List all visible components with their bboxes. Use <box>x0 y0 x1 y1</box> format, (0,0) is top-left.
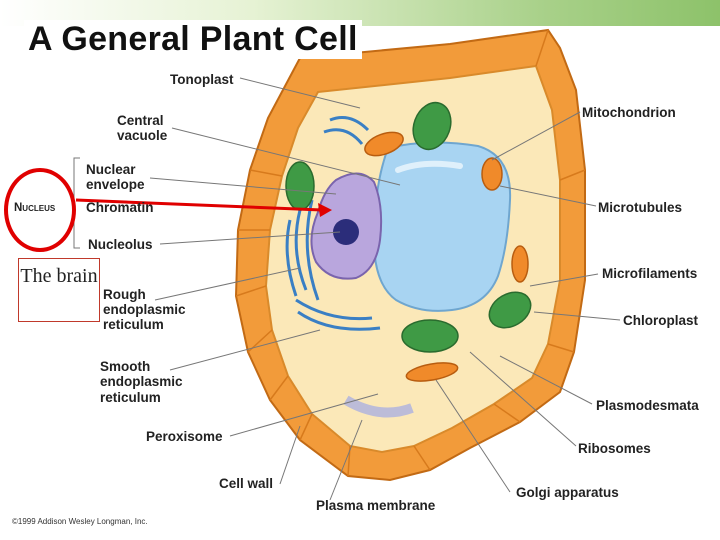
leader-lines <box>149 77 621 501</box>
label-plasmodesmata: Plasmodesmata <box>596 398 699 413</box>
label-rough-er-1: Rough <box>103 287 146 302</box>
chloroplasts <box>285 101 532 353</box>
label-chromatin: Chromatin <box>86 200 154 215</box>
label-central-vacuole-1: Central <box>117 113 164 128</box>
label-chloroplast: Chloroplast <box>623 313 699 328</box>
copyright-text: ©1999 Addison Wesley Longman, Inc. <box>12 517 148 526</box>
label-nucleus: Nucleus <box>14 202 56 214</box>
label-smooth-er-1: Smooth <box>100 359 151 374</box>
label-plasma-membrane: Plasma membrane <box>316 498 436 513</box>
label-rough-er-2: endoplasmic <box>103 302 186 317</box>
label-nuclear-envelope-2: envelope <box>86 177 145 192</box>
label-smooth-er-2: endoplasmic <box>100 374 183 389</box>
label-central-vacuole-2: vacuole <box>117 128 168 143</box>
label-microtubules: Microtubules <box>598 200 683 215</box>
label-smooth-er-3: reticulum <box>100 390 161 405</box>
label-cell-wall: Cell wall <box>219 476 274 491</box>
label-nucleolus: Nucleolus <box>88 237 153 252</box>
label-nuclear-envelope-1: Nuclear <box>86 162 136 177</box>
slide-title: A General Plant Cell <box>24 20 362 59</box>
label-rough-er-3: reticulum <box>103 317 164 332</box>
nucleus-highlight-circle <box>4 168 76 252</box>
mitochondria <box>364 131 529 382</box>
label-golgi-apparatus: Golgi apparatus <box>516 485 619 500</box>
label-mitochondrion: Mitochondrion <box>582 105 676 120</box>
label-tonoplast: Tonoplast <box>170 72 234 87</box>
annotation-box: The brain <box>18 258 100 322</box>
label-microfilaments: Microfilaments <box>602 266 698 281</box>
label-peroxisome: Peroxisome <box>146 429 223 444</box>
annotation-text: The brain <box>20 265 98 287</box>
label-ribosomes: Ribosomes <box>578 441 651 456</box>
nucleolus <box>333 219 359 245</box>
